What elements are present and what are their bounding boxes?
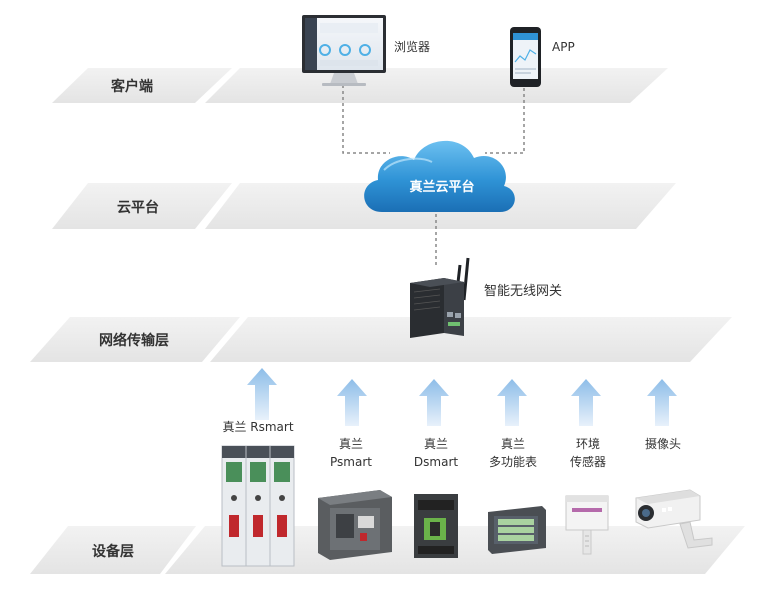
app-label: APP bbox=[552, 40, 575, 54]
device-caption-line1: 真兰 bbox=[500, 437, 525, 451]
layer-label-client: 客户端 bbox=[111, 79, 153, 95]
arrow-up-icon bbox=[337, 379, 367, 426]
cloud-label: 真兰云平台 bbox=[409, 180, 475, 195]
arrow-up-icon bbox=[247, 368, 277, 420]
gateway-label: 智能无线网关 bbox=[484, 284, 563, 299]
device-caption-line1: 真兰 Rsmart bbox=[222, 420, 294, 434]
device-caption-dsmart: 真兰 Dsmart bbox=[405, 435, 467, 471]
browser-label: 浏览器 bbox=[394, 40, 431, 54]
meter-icon bbox=[488, 506, 546, 554]
layer-label-cloud: 云平台 bbox=[117, 200, 159, 216]
platform-network-label bbox=[30, 317, 240, 362]
arrow-up-icon bbox=[497, 379, 527, 426]
device-caption-line2: 多功能表 bbox=[488, 455, 537, 469]
camera-icon bbox=[635, 489, 713, 549]
dsmart-breaker-icon bbox=[414, 494, 458, 558]
device-caption-rsmart: 真兰 Rsmart bbox=[212, 418, 304, 436]
layer-label-device: 设备层 bbox=[92, 544, 134, 560]
sensor-icon bbox=[565, 495, 609, 555]
device-caption-camera: 摄像头 bbox=[632, 435, 694, 453]
monitor-icon bbox=[302, 15, 386, 86]
platform-client-label bbox=[52, 68, 232, 103]
psmart-breaker-icon bbox=[318, 490, 392, 560]
device-caption-line1: 真兰 bbox=[423, 437, 448, 451]
platform-client bbox=[205, 68, 668, 103]
connector-lines bbox=[342, 85, 525, 268]
device-caption-line2: Psmart bbox=[330, 455, 372, 469]
arrow-up-icon bbox=[571, 379, 601, 426]
platform-network bbox=[210, 317, 732, 362]
arrow-up-icon bbox=[647, 379, 677, 426]
device-caption-line1: 环境 bbox=[575, 437, 600, 451]
device-caption-meter: 真兰 多功能表 bbox=[482, 435, 544, 471]
platform-cloud-label bbox=[52, 183, 232, 229]
device-caption-line2: Dsmart bbox=[413, 455, 459, 469]
switchgear-icon bbox=[221, 445, 295, 567]
arrow-up-icon bbox=[419, 379, 449, 426]
layer-label-network: 网络传输层 bbox=[99, 333, 169, 349]
device-caption-line1: 摄像头 bbox=[644, 437, 681, 451]
phone-icon bbox=[510, 27, 541, 87]
device-caption-line2: 传感器 bbox=[569, 455, 606, 469]
platform-device-label bbox=[30, 526, 196, 574]
cloud-shape bbox=[364, 140, 515, 212]
upload-arrows bbox=[247, 368, 677, 426]
device-caption-psmart: 真兰 Psmart bbox=[320, 435, 382, 471]
device-caption-line1: 真兰 bbox=[338, 437, 363, 451]
gateway-icon bbox=[410, 257, 470, 338]
device-caption-sensor: 环境 传感器 bbox=[557, 435, 619, 471]
